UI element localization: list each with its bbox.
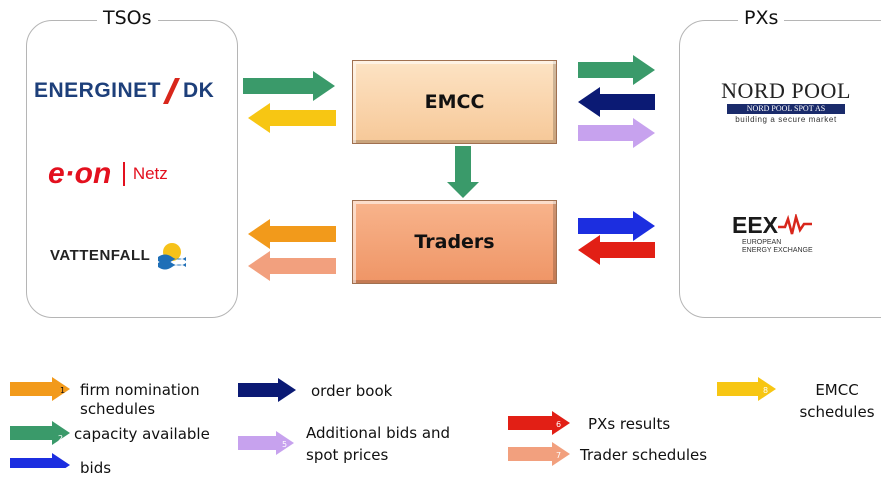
- arrow-traders-to-tso-trader-schedules: [248, 251, 336, 281]
- arrow-traders-to-px-bids: [578, 211, 655, 241]
- legend-label-5-line2: spot prices: [306, 446, 389, 464]
- nordpool-logo-text: NORD POOL: [721, 78, 851, 103]
- arrow-traders-to-tso-firm-nomination: [248, 219, 336, 249]
- legend-label-8-line1: EMCC: [815, 381, 859, 399]
- legend-arrow-1: 1: [10, 377, 70, 401]
- legend-arrow-6: 6: [508, 411, 570, 435]
- flow-arrows-layer: 1 2 5 6 7 8: [10, 55, 776, 468]
- emcc-block: EMCC: [352, 60, 557, 144]
- legend-label-8: EMCC schedules: [797, 381, 877, 422]
- energinet-logo-suffix: DK: [183, 79, 215, 102]
- legend-arrow-3: [10, 453, 70, 468]
- legend-arrow-5: 5: [238, 431, 294, 455]
- eex-subtitle-1: EUROPEAN: [742, 239, 782, 246]
- nordpool-tagline: building a secure market: [735, 115, 837, 124]
- eex-logo-text: EEX: [732, 212, 779, 238]
- nordpool-logo: NORD POOL NORD POOL SPOT AS building a s…: [721, 80, 851, 128]
- arrow-px-to-traders-results: [578, 235, 655, 265]
- legend-label-1: firm nomination schedules: [80, 381, 200, 419]
- legend-number-6: 6: [556, 420, 561, 429]
- eon-logo-text: e·on: [48, 157, 112, 190]
- energinet-slash-mark: [163, 78, 181, 104]
- vattenfall-logo: VATTENFALL: [50, 237, 230, 273]
- traders-label: Traders: [414, 231, 495, 253]
- tsos-group-title: TSOs: [97, 7, 158, 29]
- eon-divider: [123, 162, 125, 186]
- arrow-emcc-to-traders: [447, 146, 479, 198]
- legend-label-8-line2: schedules: [799, 403, 875, 421]
- pxs-group-box: [679, 20, 881, 318]
- legend-label-5-line1: Additional bids and: [306, 424, 451, 442]
- eon-netz-text: Netz: [132, 164, 168, 183]
- legend-number-1: 1: [60, 386, 65, 395]
- legend-label-7: Trader schedules: [580, 446, 708, 464]
- legend-label-3: bids: [80, 459, 112, 477]
- vattenfall-logo-text: VATTENFALL: [50, 246, 151, 264]
- vattenfall-sun-icon: [158, 243, 187, 270]
- legend-number-8: 8: [763, 386, 768, 395]
- legend-number-5: 5: [282, 440, 287, 449]
- legend-label-1-line2: schedules: [80, 400, 156, 418]
- legend-arrow-4: [238, 378, 296, 402]
- eex-subtitle-2: ENERGY EXCHANGE: [742, 247, 813, 254]
- energinet-logo-text: ENERGINET: [34, 79, 162, 102]
- arrow-emcc-to-px-additional-bids: [578, 118, 655, 148]
- eex-pulse-icon: [778, 213, 813, 234]
- legend-label-2: capacity available: [74, 425, 210, 443]
- arrow-emcc-to-tso-schedules: [248, 103, 336, 133]
- legend-arrow-2: 2: [10, 421, 70, 445]
- traders-block: Traders: [352, 200, 557, 284]
- legend-number-2: 2: [58, 434, 63, 443]
- legend-arrow-7: 7: [508, 442, 570, 466]
- arrow-tso-to-emcc-capacity: [243, 71, 335, 101]
- legend-arrow-8: 8: [717, 377, 776, 401]
- legend-label-5: Additional bids and spot prices: [306, 424, 450, 465]
- legend-label-4: order book: [311, 382, 393, 400]
- eex-logo: EEX EUROPEAN ENERGY EXCHANGE: [732, 212, 852, 262]
- eon-netz-logo: e·on Netz: [48, 154, 218, 194]
- legend-label-6: PXs results: [588, 415, 671, 433]
- legend-number-7: 7: [556, 451, 561, 460]
- arrow-px-to-emcc-order-book: [578, 87, 655, 117]
- tsos-group-box: [26, 20, 238, 318]
- nordpool-band: NORD POOL SPOT AS: [727, 104, 845, 114]
- energinet-logo: ENERGINET DK: [34, 76, 234, 106]
- legend-label-1-line1: firm nomination: [80, 381, 200, 399]
- emcc-label: EMCC: [424, 91, 485, 113]
- pxs-group-title: PXs: [738, 7, 785, 29]
- arrow-emcc-to-px-capacity: [578, 55, 655, 85]
